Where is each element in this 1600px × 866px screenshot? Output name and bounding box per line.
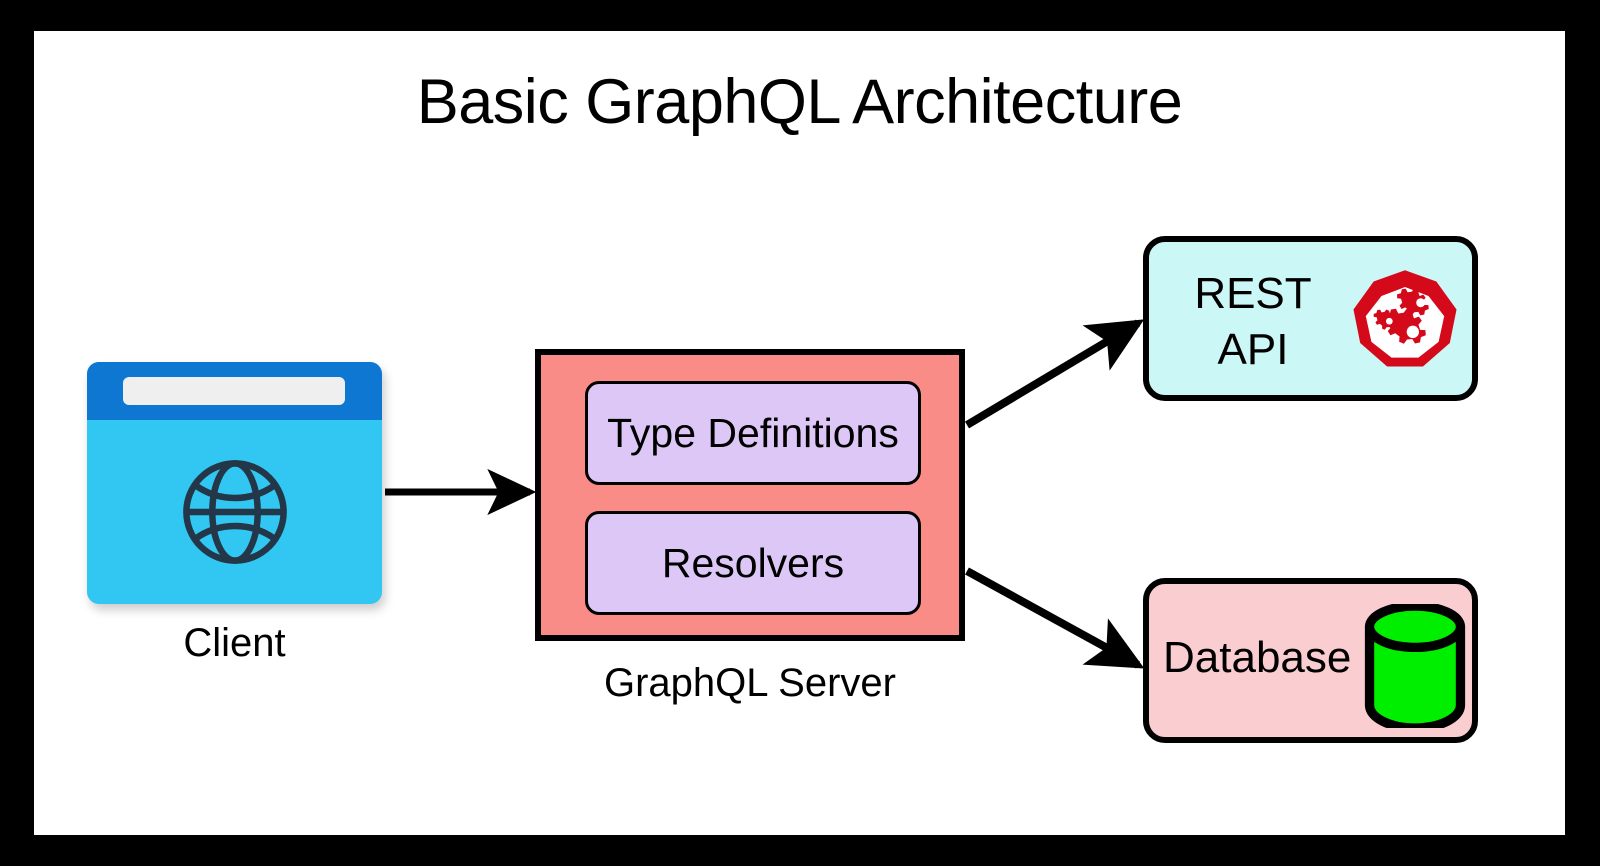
graphql-server-caption: GraphQL Server xyxy=(604,661,896,705)
node-client[interactable] xyxy=(87,362,382,604)
browser-titlebar xyxy=(87,362,382,420)
database-box: Database xyxy=(1143,578,1478,743)
browser-url-bar[interactable] xyxy=(123,377,345,405)
node-database[interactable]: Database xyxy=(1143,578,1478,743)
arrow-server-to-rest-api xyxy=(964,319,1145,429)
node-graphql-server[interactable]: Type Definitions Resolvers xyxy=(535,349,965,641)
rest-api-label: REST API xyxy=(1194,269,1312,374)
diagram-canvas: Basic GraphQL Architecture xyxy=(34,31,1565,835)
graphql-server-box: Type Definitions Resolvers xyxy=(535,349,965,641)
rest-api-box: REST API xyxy=(1143,236,1478,401)
subbox-type-definitions[interactable]: Type Definitions xyxy=(585,381,921,485)
subbox-resolvers[interactable]: Resolvers xyxy=(585,511,921,615)
arrow-server-to-database xyxy=(965,567,1145,669)
database-label: Database xyxy=(1163,633,1352,682)
client-caption: Client xyxy=(183,621,286,665)
browser-window xyxy=(87,362,382,604)
gears-heptagon-icon xyxy=(1353,270,1457,367)
node-rest-api[interactable]: REST API xyxy=(1143,236,1478,401)
page-title: Basic GraphQL Architecture xyxy=(416,67,1183,137)
database-cylinder-icon xyxy=(1364,604,1466,728)
globe-icon xyxy=(183,460,287,564)
